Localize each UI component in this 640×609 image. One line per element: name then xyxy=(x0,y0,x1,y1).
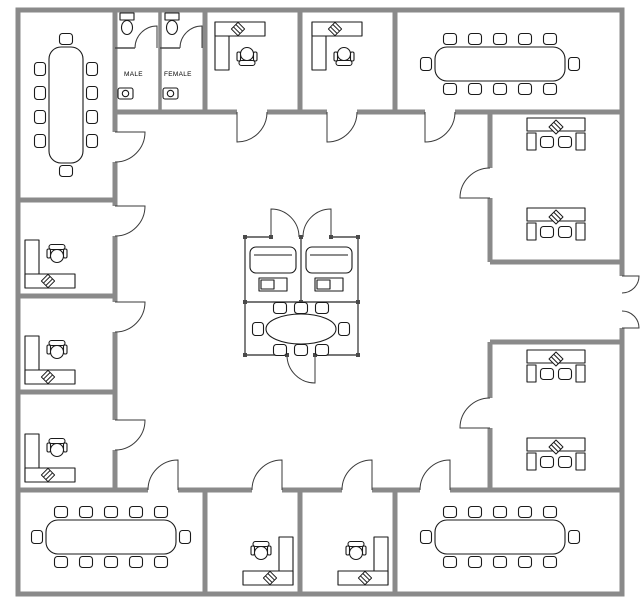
door-office-left-2 xyxy=(114,301,146,333)
door-office-bottom-1 xyxy=(251,459,283,491)
workstation-lower-2 xyxy=(527,438,585,470)
door-workstation-lower xyxy=(459,397,491,429)
outer-walls xyxy=(15,7,625,597)
workstation-upper-1 xyxy=(527,118,585,150)
restroom-label-male: MALE xyxy=(124,71,143,78)
door-conference-top-right xyxy=(424,111,456,143)
door-meeting-center xyxy=(286,354,316,384)
workstation-upper-2 xyxy=(527,208,585,240)
sofa-right xyxy=(305,246,353,292)
door-conference-top-left xyxy=(114,131,146,163)
desk-office-bottom-1 xyxy=(243,537,293,585)
door-office-left-1 xyxy=(114,205,146,237)
desk-office-top-2 xyxy=(312,22,362,70)
door-office-bottom-2 xyxy=(341,459,373,491)
toilet-female xyxy=(164,12,180,36)
sink-female xyxy=(162,87,179,100)
conference-table-bottom-left xyxy=(32,507,191,568)
door-lounge-right xyxy=(302,208,332,238)
oval-meeting-table xyxy=(253,303,350,356)
sofa-left xyxy=(249,246,297,292)
toilet-male xyxy=(119,12,135,36)
desk-office-left-2 xyxy=(25,336,75,384)
entrance-door-lower xyxy=(621,310,640,329)
door-office-top-2 xyxy=(326,111,358,143)
interior-walls-left xyxy=(18,10,118,490)
furniture-layer xyxy=(25,12,585,585)
door-conference-bottom-left xyxy=(147,459,179,491)
door-conference-bottom-right xyxy=(419,459,451,491)
conference-table-top-right xyxy=(421,34,580,95)
sink-male xyxy=(117,87,134,100)
workstation-lower-1 xyxy=(527,350,585,382)
door-lounge-left xyxy=(270,208,300,238)
desk-office-left-1 xyxy=(25,240,75,288)
door-office-top-1 xyxy=(236,111,268,143)
conference-table-bottom-right xyxy=(421,507,580,568)
door-office-left-3 xyxy=(114,419,146,451)
conference-table-top-left xyxy=(35,34,98,177)
center-suite xyxy=(243,208,360,384)
restroom-label-female: FEMALE xyxy=(164,71,192,78)
desk-office-top-1 xyxy=(215,22,265,70)
interior-walls-bottom-band xyxy=(18,487,622,594)
door-restroom-female-stall xyxy=(179,25,203,49)
desk-office-bottom-2 xyxy=(338,537,388,585)
desk-office-left-3 xyxy=(25,434,75,482)
entrance-door-upper xyxy=(621,275,640,294)
interior-walls-top-band xyxy=(115,10,622,115)
door-restroom-male-stall xyxy=(134,25,158,49)
interior-walls-right xyxy=(487,112,622,490)
door-workstation-upper xyxy=(459,167,491,199)
